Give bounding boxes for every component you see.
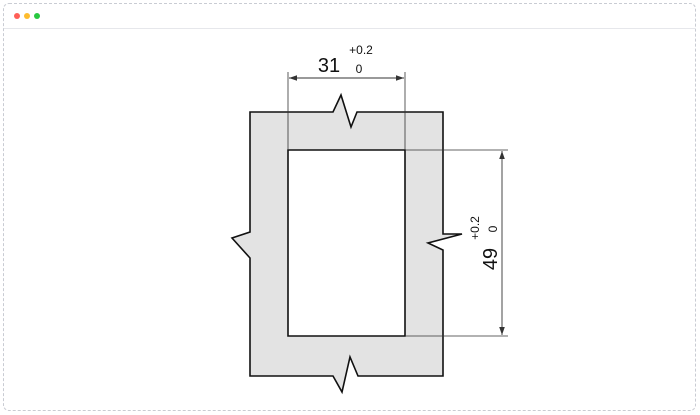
- height-lower-tolerance: 0: [486, 225, 500, 232]
- width-nominal-value: 31: [318, 55, 340, 77]
- wall-section: [230, 92, 463, 395]
- height-nominal-value: 49: [480, 248, 502, 270]
- title-bar: [4, 4, 695, 29]
- maximize-window-button[interactable]: [34, 13, 40, 19]
- close-window-button[interactable]: [14, 13, 20, 19]
- width-lower-tolerance: 0: [356, 62, 363, 76]
- minimize-window-button[interactable]: [24, 13, 30, 19]
- height-upper-tolerance: +0.2: [468, 216, 482, 240]
- width-upper-tolerance: +0.2: [349, 43, 373, 57]
